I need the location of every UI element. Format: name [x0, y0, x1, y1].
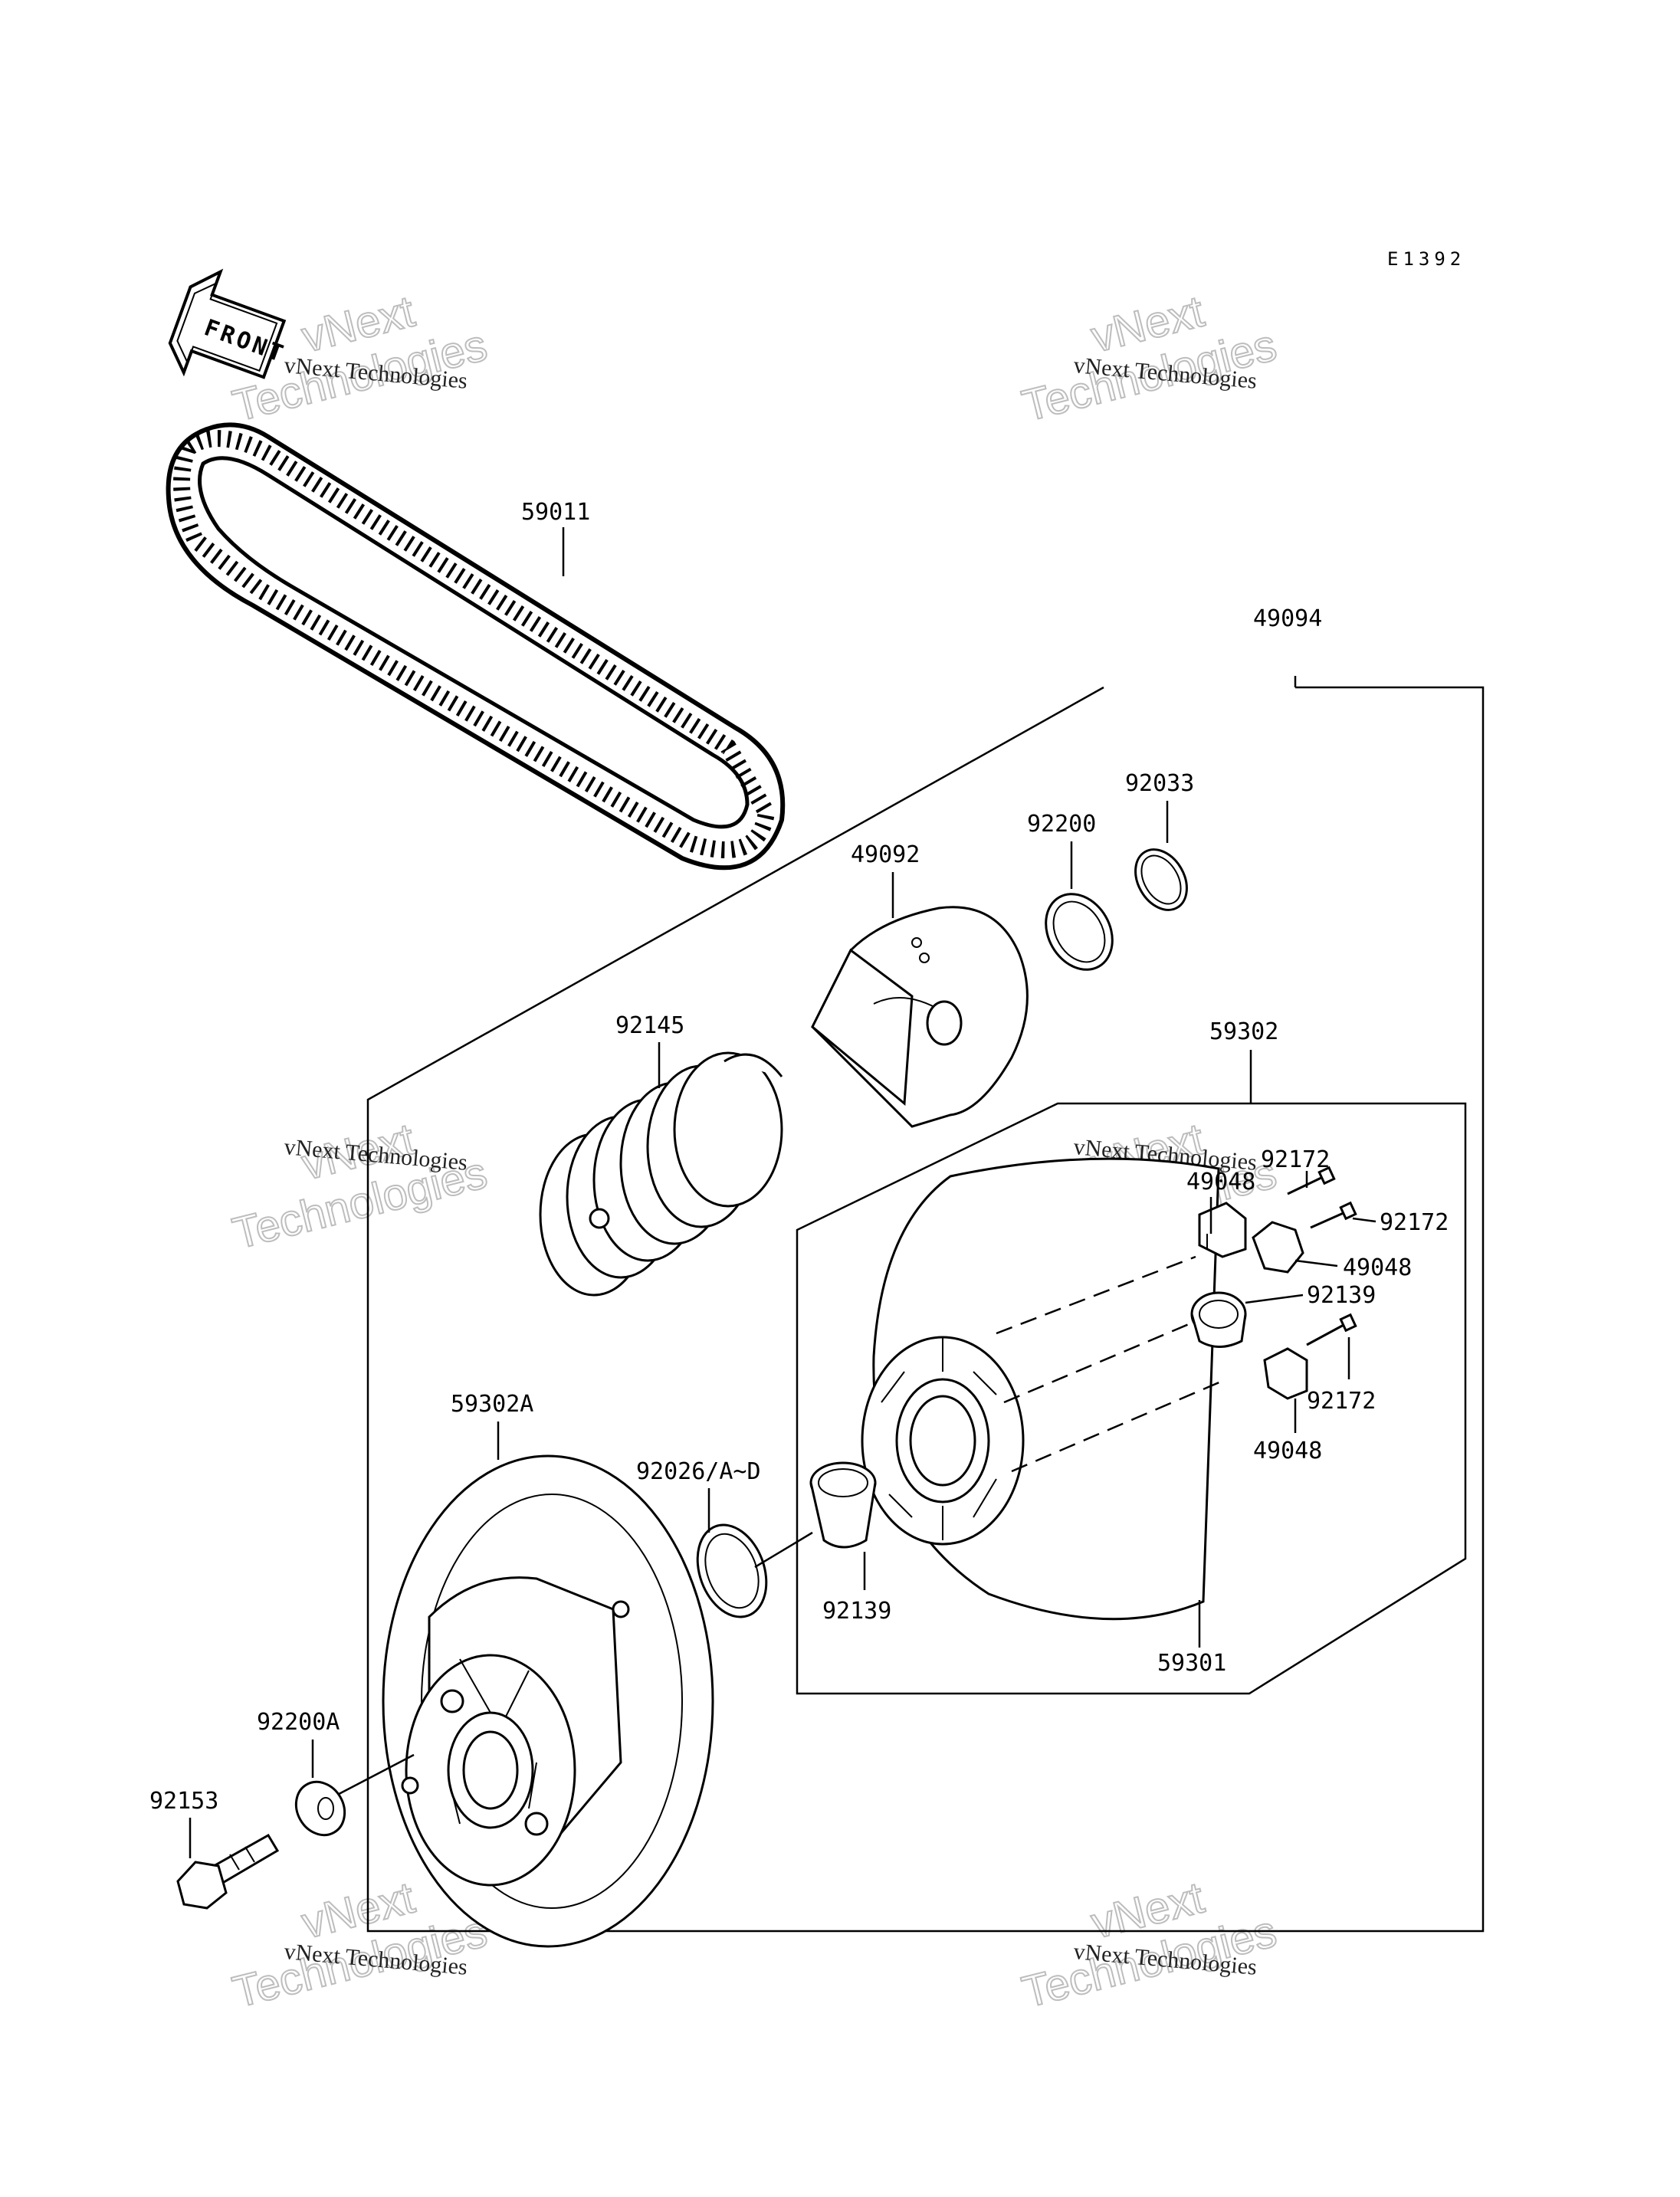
shim-92026: [696, 1523, 768, 1618]
label-59301: 59301: [1157, 1650, 1226, 1677]
circlip-92033: [1134, 848, 1188, 911]
fixed-sheave-59301: [861, 1157, 1227, 1621]
label-59011: 59011: [521, 499, 590, 526]
label-92172-b: 92172: [1380, 1209, 1449, 1236]
bolt-92153: [176, 1833, 280, 1910]
label-92026: 92026/A~D: [636, 1458, 761, 1485]
assembly-outline-49094: [366, 686, 1485, 1933]
label-59302A: 59302A: [451, 1391, 533, 1418]
label-92200: 92200: [1027, 811, 1096, 838]
label-92145: 92145: [615, 1012, 684, 1039]
label-49094: 49094: [1253, 605, 1322, 632]
label-49048-a: 49048: [1186, 1169, 1255, 1195]
weight-49048-a: [1198, 1202, 1247, 1258]
label-59302: 59302: [1209, 1018, 1278, 1045]
weight-49048-b: [1252, 1221, 1304, 1274]
watermark-mid-left: vNext Technologies vNext Technologies: [227, 1113, 492, 1260]
label-49048-c: 49048: [1253, 1438, 1322, 1464]
watermark-top-right: vNext Technologies vNext Technologies: [1016, 286, 1281, 432]
bushing-92139-b: [809, 1461, 877, 1549]
spring-92145: [539, 1051, 783, 1297]
washer-92200A: [294, 1780, 346, 1837]
movable-sheave-59302A: [382, 1454, 714, 1948]
label-92139-a: 92139: [1307, 1282, 1376, 1309]
drive-belt: [166, 422, 786, 871]
subassembly-outline-59302: [796, 1094, 1467, 1695]
screw-92172-b: [1310, 1201, 1357, 1229]
diagram-code: E1392: [1387, 248, 1465, 270]
watermark-bottom-right: vNext Technologies vNext Technologies: [1016, 1872, 1281, 2018]
label-92153: 92153: [149, 1788, 218, 1815]
bushing-92139-a: [1190, 1291, 1247, 1348]
screw-92172-c: [1306, 1313, 1357, 1346]
weight-49048-c: [1263, 1347, 1308, 1400]
cam-49092: [811, 906, 1029, 1128]
label-92033: 92033: [1125, 770, 1194, 797]
label-92172-a: 92172: [1261, 1146, 1330, 1173]
label-49048-b: 49048: [1343, 1254, 1412, 1281]
label-92200A: 92200A: [257, 1709, 340, 1736]
washer-92200: [1045, 893, 1114, 971]
label-92139-b: 92139: [822, 1598, 891, 1625]
front-arrow-icon: FRONT: [168, 268, 289, 379]
label-49092: 49092: [851, 841, 920, 868]
label-92172-c: 92172: [1307, 1388, 1376, 1415]
